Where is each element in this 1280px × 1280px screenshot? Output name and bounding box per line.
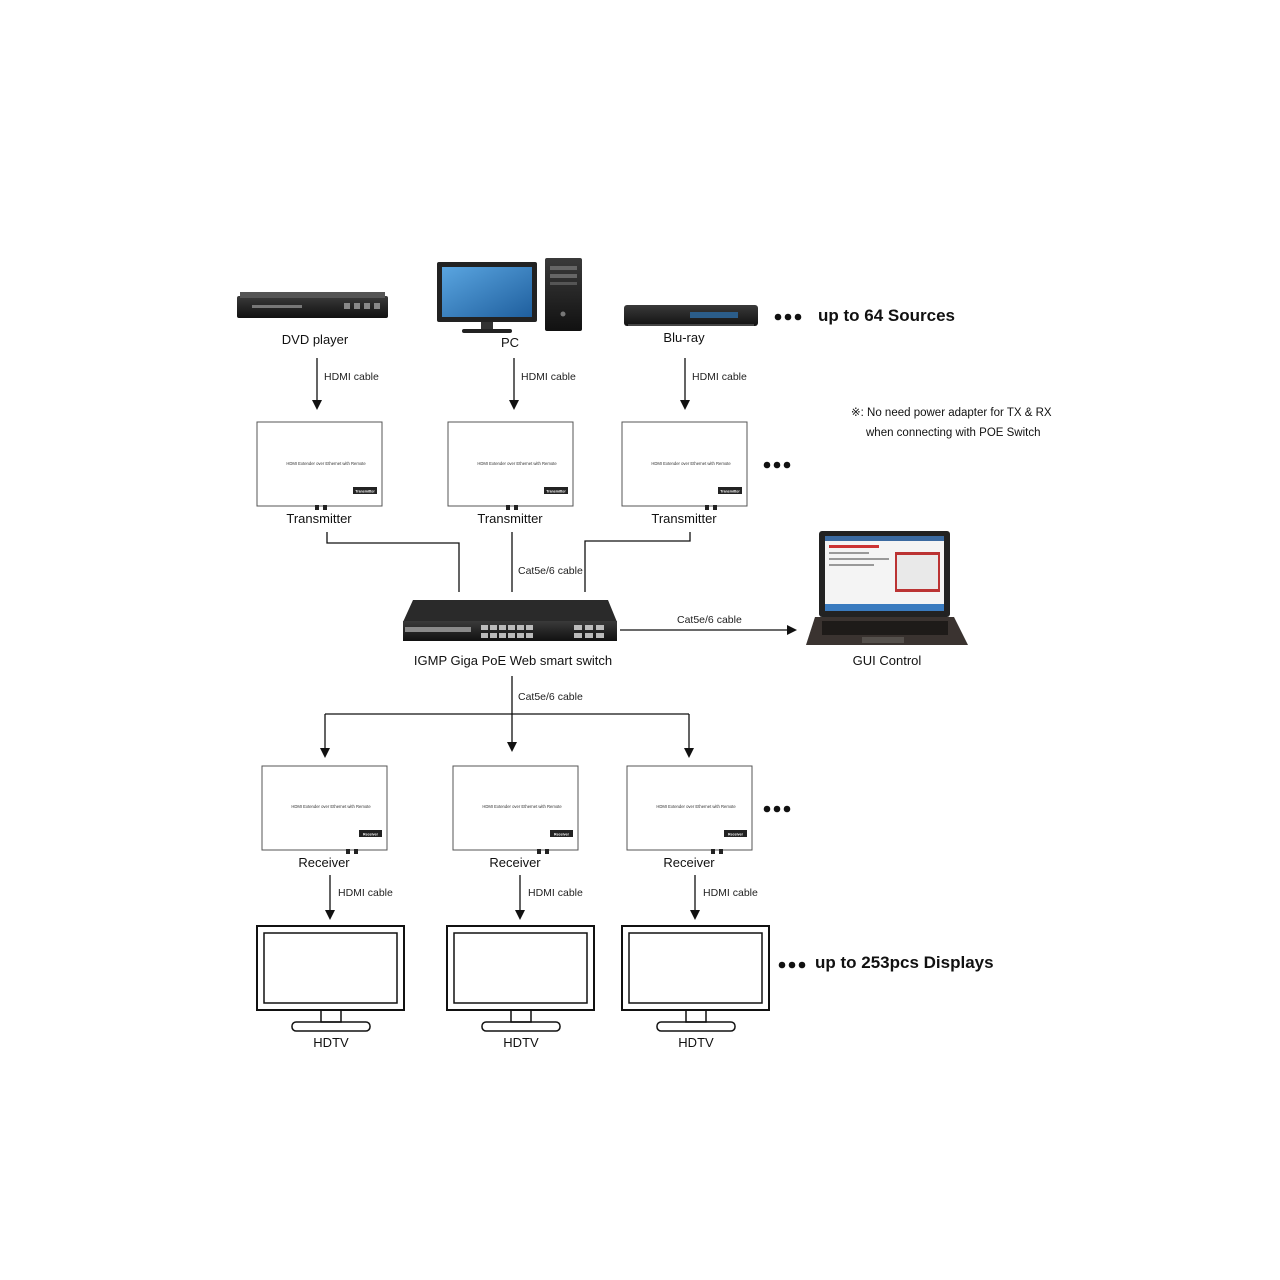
- hdtv-label: HDTV: [503, 1035, 539, 1050]
- hdmi-cable-label: HDMI cable: [324, 371, 379, 383]
- device-inner-text: HDMI Extender over Ethernet with Remote: [286, 461, 366, 466]
- receiver-box-2: HDMI Extender over Ethernet with Remote …: [453, 766, 578, 854]
- device-tag: Receiver: [554, 833, 570, 837]
- displays-note: up to 253pcs Displays: [815, 953, 994, 972]
- hdtv-icon: [257, 926, 404, 1031]
- switch-label: IGMP Giga PoE Web smart switch: [414, 653, 612, 668]
- hdtv-label: HDTV: [313, 1035, 349, 1050]
- device-tag: Transmitter: [720, 490, 740, 494]
- cat-cable-label: Cat5e/6 cable: [677, 614, 742, 626]
- transmitter-label: Transmitter: [286, 511, 352, 526]
- device-inner-text: HDMI Extender over Ethernet with Remote: [656, 804, 736, 809]
- source-label-bluray: Blu-ray: [663, 330, 705, 345]
- source-label-pc: PC: [501, 335, 519, 350]
- receiver-box-3: HDMI Extender over Ethernet with Remote …: [627, 766, 752, 854]
- cat-cable-label: Cat5e/6 cable: [518, 691, 583, 703]
- hdmi-cable-label: HDMI cable: [521, 371, 576, 383]
- laptop-icon: [806, 531, 968, 645]
- receiver-label: Receiver: [663, 855, 715, 870]
- device-inner-text: HDMI Extender over Ethernet with Remote: [477, 461, 557, 466]
- bluray-player-icon: [624, 305, 758, 326]
- transmitter-box-3: HDMI Extender over Ethernet with Remote …: [622, 422, 747, 510]
- hdmi-cable-label: HDMI cable: [692, 371, 747, 383]
- transmitter-label: Transmitter: [477, 511, 543, 526]
- cat-cable-label: Cat5e/6 cable: [518, 565, 583, 577]
- sources-note: up to 64 Sources: [818, 306, 955, 325]
- hdtv-icon: [622, 926, 769, 1031]
- device-tag: Transmitter: [355, 490, 375, 494]
- receiver-label: Receiver: [489, 855, 541, 870]
- device-inner-text: HDMI Extender over Ethernet with Remote: [482, 804, 562, 809]
- network-switch-icon: [403, 600, 617, 641]
- hdmi-cable-label: HDMI cable: [703, 887, 758, 899]
- sources-more-dots: [775, 314, 802, 321]
- source-label-dvd: DVD player: [282, 332, 349, 347]
- receiver-more-dots: [764, 806, 791, 813]
- transmitter-box-2: HDMI Extender over Ethernet with Remote …: [448, 422, 573, 510]
- device-tag: Transmitter: [546, 490, 566, 494]
- tx3-to-switch-line: [585, 532, 690, 592]
- device-tag: Receiver: [728, 833, 744, 837]
- dvd-player-icon: [237, 292, 388, 318]
- receiver-box-1: HDMI Extender over Ethernet with Remote …: [262, 766, 387, 854]
- power-note-line2: when connecting with POE Switch: [865, 427, 1041, 439]
- transmitter-more-dots: [764, 462, 791, 469]
- transmitter-label: Transmitter: [651, 511, 717, 526]
- power-note-line1: ※: No need power adapter for TX & RX: [851, 407, 1052, 419]
- pc-icon: [437, 258, 582, 333]
- hdmi-cable-label: HDMI cable: [338, 887, 393, 899]
- device-inner-text: HDMI Extender over Ethernet with Remote: [651, 461, 731, 466]
- gui-control-label: GUI Control: [853, 653, 922, 668]
- receiver-label: Receiver: [298, 855, 350, 870]
- hdtv-label: HDTV: [678, 1035, 714, 1050]
- hdmi-cable-label: HDMI cable: [528, 887, 583, 899]
- transmitter-box-1: HDMI Extender over Ethernet with Remote …: [257, 422, 382, 510]
- tx1-to-switch-line: [327, 532, 459, 592]
- device-inner-text: HDMI Extender over Ethernet with Remote: [291, 804, 371, 809]
- displays-more-dots: [779, 962, 806, 969]
- hdtv-icon: [447, 926, 594, 1031]
- device-tag: Receiver: [363, 833, 379, 837]
